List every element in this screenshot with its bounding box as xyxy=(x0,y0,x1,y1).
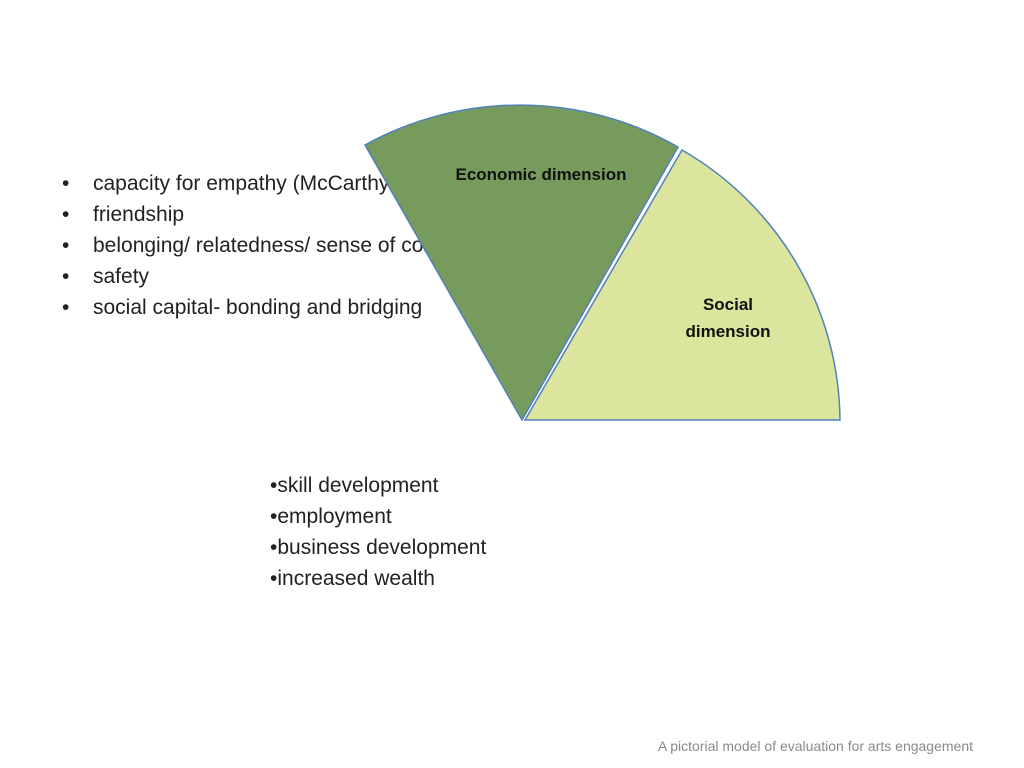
list-item: •belonging/ relatedness/ sense of commun… xyxy=(62,234,503,257)
economic-benefits-list: •skill development •employment •business… xyxy=(270,470,486,594)
list-item: •increased wealth xyxy=(270,567,435,590)
social-dimension-label-line2: dimension xyxy=(685,322,770,341)
social-sector xyxy=(523,148,841,421)
list-item: •business development xyxy=(270,536,487,559)
slide-caption: A pictorial model of evaluation for arts… xyxy=(657,738,973,754)
list-item: •capacity for empathy (McCarthy 2004) xyxy=(62,172,449,195)
list-item: •skill development xyxy=(270,474,439,497)
social-dimension-label-line1: Social xyxy=(703,295,753,314)
list-item: •friendship xyxy=(62,203,185,226)
list-item: •social capital- bonding and bridging xyxy=(62,296,423,319)
list-item: •employment xyxy=(270,505,392,528)
list-item: •safety xyxy=(62,265,150,288)
social-benefits-list: •capacity for empathy (McCarthy 2004) •f… xyxy=(62,168,503,323)
economic-sector xyxy=(363,104,680,422)
economic-dimension-label: Economic dimension xyxy=(456,165,627,184)
